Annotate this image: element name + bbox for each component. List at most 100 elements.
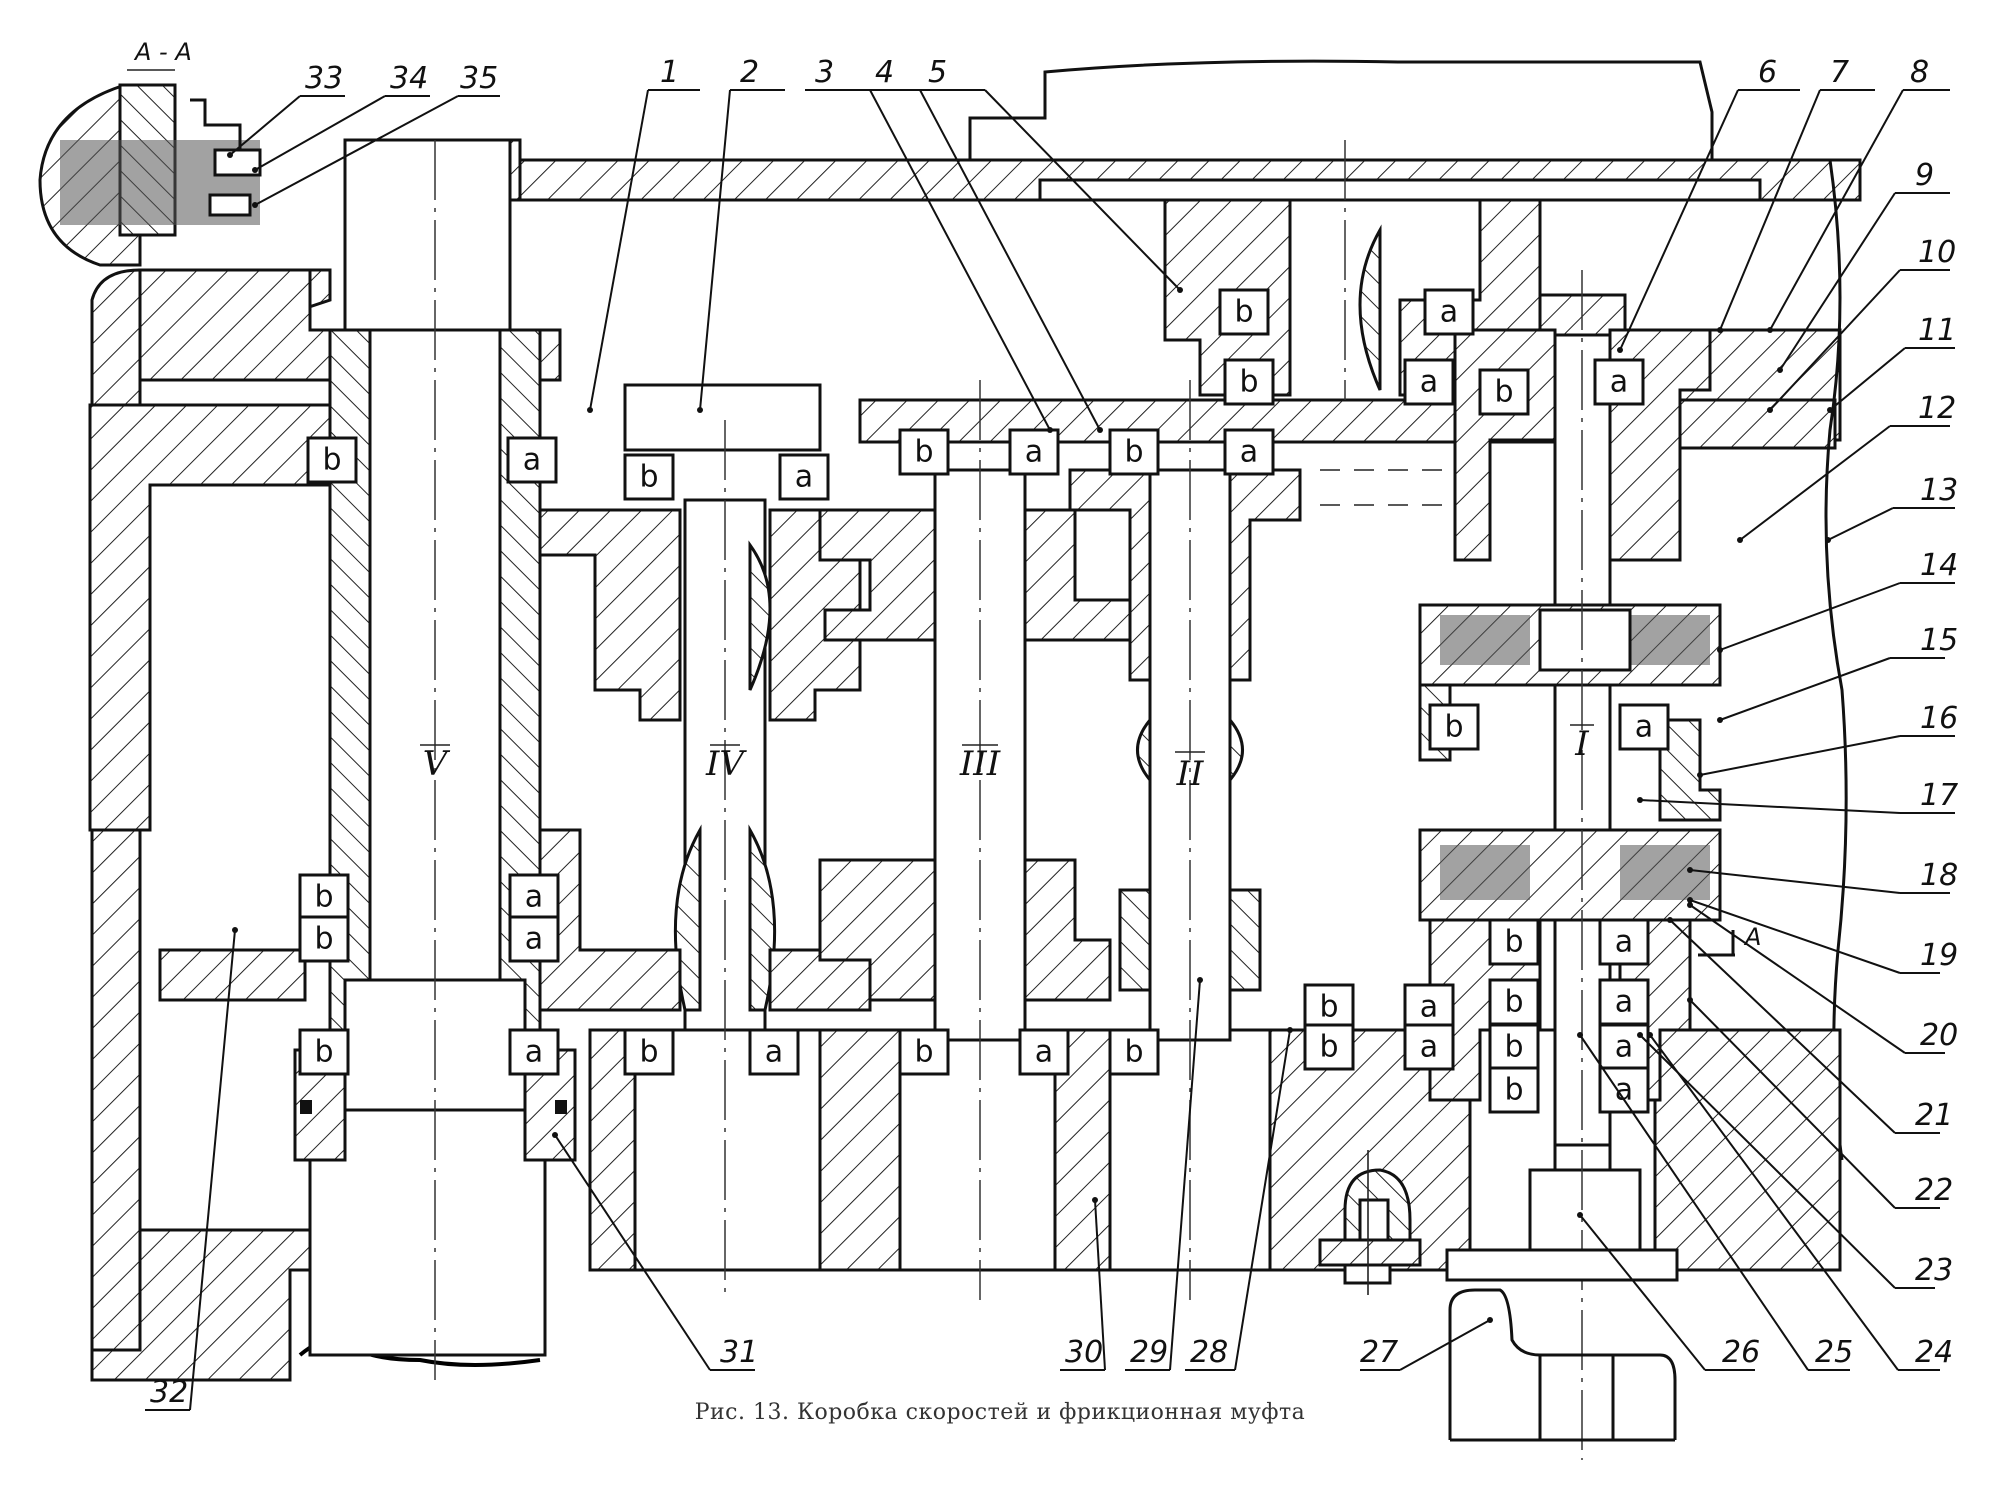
- callout-25: 25: [1577, 1032, 1853, 1371]
- gear-II-lower-right: [1228, 888, 1262, 992]
- callout-number: 3: [815, 55, 834, 90]
- callout-33: 33: [227, 61, 345, 158]
- callout-leader-dot: [552, 1132, 558, 1138]
- bearing-b: b: [898, 428, 950, 476]
- callout-leader-line: [1649, 1034, 1899, 1371]
- bearing-code-label: a: [1440, 295, 1458, 330]
- clutch-gear-mid-right: [1658, 718, 1722, 822]
- callout-1: 1: [587, 55, 700, 413]
- callout-24: 24: [1647, 1032, 1953, 1371]
- bearing-code-label: a: [523, 443, 541, 478]
- bearing-code-label: b: [914, 435, 933, 470]
- callout-leader-line: [1689, 869, 1901, 894]
- callout-5: 5: [918, 55, 1183, 293]
- bearing-code-label: b: [1239, 365, 1258, 400]
- top-cover-recess: [1038, 178, 1762, 202]
- callout-leader-dot: [1717, 327, 1723, 333]
- callout-leader-dot: [697, 407, 703, 413]
- shaft-label-V: V: [423, 744, 451, 784]
- callout-leader-line: [1169, 979, 1201, 1371]
- callout-leader-dot: [1687, 897, 1693, 903]
- bearing-code-label: b: [314, 1035, 333, 1070]
- bearing-b: b: [1218, 288, 1270, 336]
- bearing-code-label: b: [1494, 375, 1513, 410]
- callout-13: 13: [1825, 473, 1958, 543]
- callout-leader-dot: [1177, 287, 1183, 293]
- callout-number: 13: [1920, 473, 1958, 508]
- bearing-code-label: a: [1035, 1035, 1053, 1070]
- bearing-code-label: b: [1124, 435, 1143, 470]
- bearing-b: b: [298, 915, 350, 963]
- callout-number: 16: [1920, 701, 1958, 736]
- section-A-A-inset: А - А: [38, 38, 262, 267]
- bearing-box: [1223, 358, 1275, 406]
- bearing-code-label: a: [1615, 985, 1633, 1020]
- callout-leader-line: [229, 95, 301, 156]
- gear-III-lower-right: [1023, 858, 1112, 1002]
- shaft-label-IV: IV: [705, 744, 747, 784]
- bottom-parts: [1318, 1150, 1679, 1442]
- callout-leader-dot: [1767, 407, 1773, 413]
- bearing-code-label: a: [765, 1035, 783, 1070]
- callout-leader-dot: [1687, 867, 1693, 873]
- housing-left-rib-low: [158, 948, 307, 1002]
- callout-35: 35: [252, 61, 500, 208]
- callout-number: 22: [1915, 1173, 1953, 1208]
- shaft-V-assembly: V: [293, 138, 577, 1380]
- bearing-box: [748, 1028, 800, 1076]
- callout-number: 25: [1815, 1335, 1853, 1370]
- callout-number: 5: [928, 55, 947, 90]
- pulley-body: [1448, 1288, 1677, 1440]
- coupling-half-disc: [1358, 224, 1382, 391]
- bearing-b: b: [1478, 368, 1530, 416]
- o-ring-left: [300, 1100, 312, 1114]
- callout-leader-dot: [252, 202, 258, 208]
- bearing-box: [298, 915, 350, 963]
- o-ring-right: [555, 1100, 567, 1114]
- callout-leader-dot: [1767, 327, 1773, 333]
- callout-leader-line: [1829, 347, 1906, 411]
- callout-28: 28: [1185, 1027, 1293, 1371]
- bearing-box: [1403, 983, 1455, 1031]
- callout-number: 14: [1920, 548, 1958, 583]
- callout-leader-line: [1639, 1034, 1896, 1289]
- bearing-a: a: [1593, 358, 1645, 406]
- bearing-box: [898, 428, 950, 476]
- callout-32: 32: [145, 927, 238, 1411]
- bearing-code-label: b: [314, 880, 333, 915]
- bearing-box: [1403, 358, 1455, 406]
- callout-leader-dot: [1737, 537, 1743, 543]
- bearing-box: [508, 1028, 560, 1076]
- bearing-b: b: [306, 436, 358, 484]
- bearing-a: a: [508, 915, 560, 963]
- bearing-code-label: b: [322, 443, 341, 478]
- callout-18: 18: [1687, 858, 1958, 894]
- callout-leader-line: [1827, 507, 1894, 541]
- gear-II-ring-left: [1136, 715, 1152, 785]
- callout-27: 27: [1360, 1317, 1493, 1371]
- callout-leader-line: [919, 89, 1101, 431]
- callout-leader-dot: [1687, 902, 1693, 908]
- bearing-b: b: [1223, 358, 1275, 406]
- callout-31: 31: [552, 1132, 758, 1371]
- bearing-box: [623, 453, 675, 501]
- bearing-box: [1223, 428, 1275, 476]
- shaft-II-assembly: II: [1068, 380, 1480, 1300]
- bearing-b: b: [1488, 978, 1540, 1026]
- clutch-upper-housing-left: [1453, 328, 1557, 562]
- callout-leader-dot: [227, 152, 233, 158]
- inset-pin-2: [208, 193, 252, 217]
- gear-III-upper-left: [818, 508, 937, 642]
- callout-leader-line: [189, 929, 236, 1411]
- gear-II-ring-right: [1228, 715, 1244, 785]
- callout-11: 11: [1827, 313, 1956, 413]
- callout-leader-line: [1719, 582, 1901, 651]
- bearing-b: b: [1428, 703, 1480, 751]
- bearing-code-label: a: [1635, 710, 1653, 745]
- bearing-code-label: a: [795, 460, 813, 495]
- callout-number: 2: [740, 55, 759, 90]
- callout-leader-line: [589, 89, 649, 411]
- inset-step: [190, 98, 242, 150]
- shaft-V-bottom: [308, 1108, 547, 1357]
